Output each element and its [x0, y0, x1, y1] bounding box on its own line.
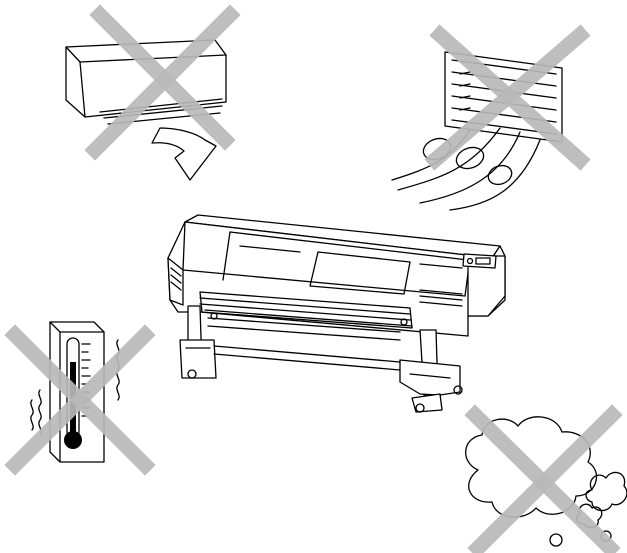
thermometer-cross-mark: [4, 324, 156, 476]
air-conditioner-cross-mark: [84, 4, 241, 161]
printer-icon: [167, 214, 506, 413]
air-vent-cross-mark: [424, 24, 591, 171]
dust-cloud-cross-mark: [464, 404, 623, 553]
